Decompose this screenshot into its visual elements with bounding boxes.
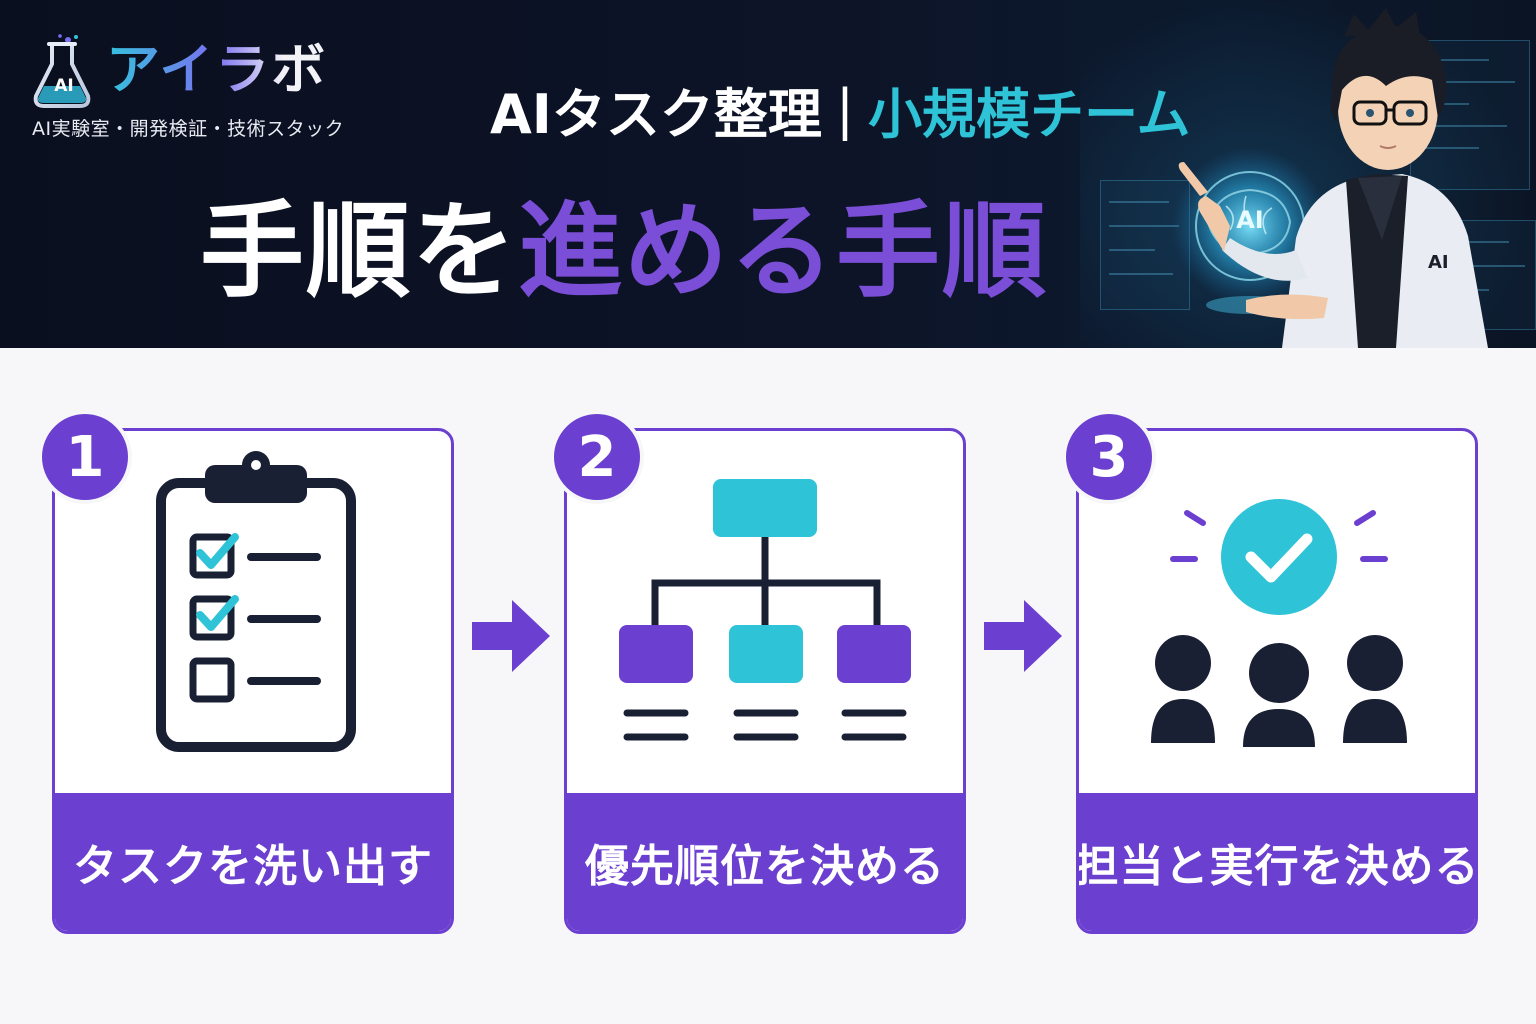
- step-card: 優先順位を決める: [564, 428, 966, 934]
- page-title: 手順を 進める手順: [200, 176, 1048, 312]
- step-number-badge: 3: [1062, 410, 1156, 504]
- step-number-badge: 2: [550, 410, 644, 504]
- step-card: タスクを洗い出す: [52, 428, 454, 934]
- arrow-right-icon: [984, 600, 1062, 672]
- character-illustration: [1172, 8, 1488, 348]
- header-banner: AI アイラボ AI実験室・開発検証・技術スタック AIタスク整理 | 小規模チ…: [0, 0, 1536, 348]
- step-2: 優先順位を決める 2: [550, 410, 966, 934]
- logo-tagline: AI実験室・開発検証・技術スタック: [32, 118, 345, 140]
- flask-icon: [33, 34, 91, 108]
- subtitle-right: 小規模チーム: [868, 82, 1191, 146]
- step-number-badge: 1: [38, 410, 132, 504]
- subtitle-left: AIタスク整理: [490, 82, 822, 146]
- step-card: 担当と実行を決める: [1076, 428, 1478, 934]
- brand-logo[interactable]: AI アイラボ AI実験室・開発検証・技術スタック: [30, 30, 370, 140]
- step-label-bar: タスクを洗い出す: [55, 793, 451, 931]
- step-label: タスクを洗い出す: [73, 841, 433, 892]
- arrow-right-icon: [472, 600, 550, 672]
- step-number: 3: [1089, 424, 1129, 490]
- step-number: 1: [65, 424, 105, 490]
- step-number: 2: [577, 424, 617, 490]
- hologram-label: AI: [1236, 206, 1264, 234]
- header-subtitle: AIタスク整理 | 小規模チーム: [490, 74, 1190, 146]
- step-3: 担当と実行を決める 3: [1062, 410, 1478, 934]
- logo-title: アイラボ: [106, 38, 328, 101]
- step-label: 担当と実行を決める: [1076, 841, 1478, 892]
- subtitle-separator: |: [835, 77, 855, 141]
- logo-badge-text: AI: [54, 76, 74, 96]
- hierarchy-icon: [619, 479, 911, 741]
- team-check-icon: [1151, 499, 1407, 747]
- coat-logo-text: AI: [1428, 252, 1449, 273]
- step-label: 優先順位を決める: [585, 841, 945, 892]
- step-label-bar: 担当と実行を決める: [1079, 793, 1475, 931]
- step-1: タスクを洗い出す 1: [38, 410, 454, 934]
- clipboard-checklist-icon: [156, 451, 356, 752]
- title-part-white: 手順を: [200, 189, 519, 312]
- step-label-bar: 優先順位を決める: [567, 793, 963, 931]
- title-part-purple: 進める手順: [518, 189, 1049, 312]
